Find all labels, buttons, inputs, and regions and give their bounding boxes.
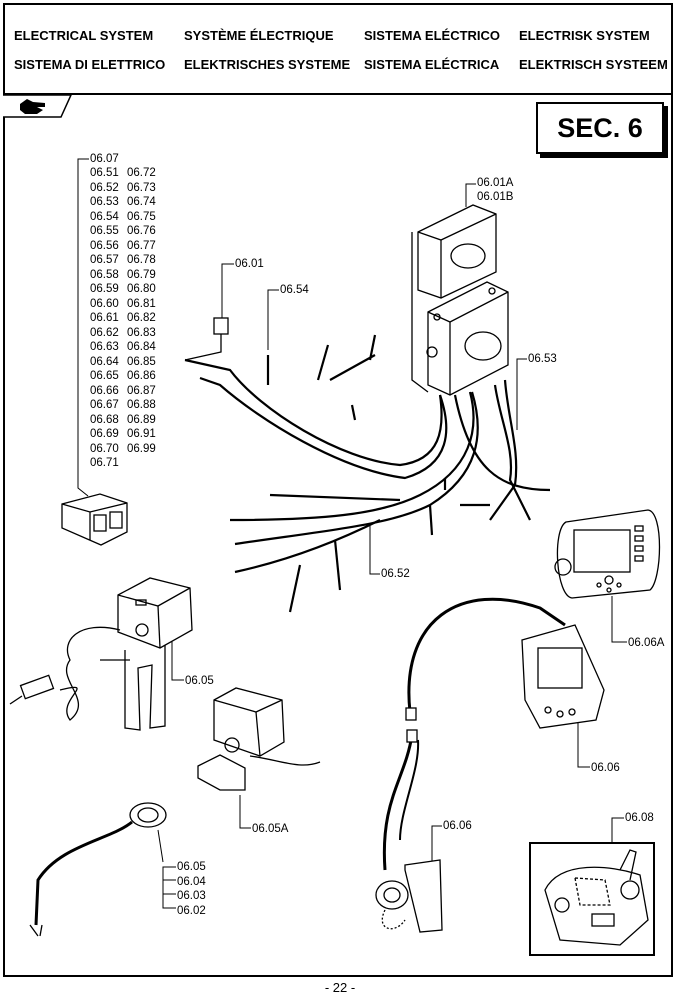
ref-item: 06.89 — [127, 413, 156, 426]
ref-item: 06.82 — [127, 312, 156, 324]
ref-item: 06.57 — [90, 254, 119, 266]
wiring-harness-drawing — [184, 334, 551, 613]
ref-item: 06.70 — [90, 442, 119, 455]
ref-list-col2: 06.72 06.73 06.74 06.75 06.76 06.77 06.7… — [127, 166, 156, 456]
ref-item: 06.72 — [127, 167, 156, 179]
title-fr: SYSTÈME ÉLECTRIQUE — [184, 28, 334, 43]
title-it: SISTEMA DI ELETTRICO — [14, 57, 166, 72]
ref-item: 06.68 — [90, 413, 119, 426]
ref-list-col1: 06.51 06.52 06.53 06.54 06.55 06.56 06.5… — [90, 166, 119, 471]
control-box-drawing — [411, 204, 509, 396]
ref-item: 06.63 — [90, 341, 119, 353]
ref-item: 06.80 — [127, 283, 156, 295]
ref-item: 06.69 — [90, 428, 119, 440]
title-sv: ELECTRISK SYSTEM — [519, 28, 650, 43]
ref-06-52: 06.52 — [381, 568, 410, 580]
ref-06-54: 06.54 — [280, 284, 309, 296]
header: ELECTRICAL SYSTEM SYSTÈME ÉLECTRIQUE SIS… — [3, 3, 673, 95]
section-badge: SEC. 6 — [536, 102, 664, 154]
ref-item: 06.02 — [177, 904, 206, 917]
ref-item: 06.53 — [90, 196, 119, 208]
title-nl: ELEKTRISCH SYSTEEM — [519, 57, 668, 72]
ref-item: 06.55 — [90, 225, 119, 237]
ref-06-01: 06.01 — [235, 258, 264, 270]
page-number: - 22 - — [324, 980, 356, 995]
ref-06-07: 06.07 — [90, 153, 119, 165]
ref-item: 06.73 — [127, 181, 156, 194]
title-pt: SISTEMA ELÉCTRICA — [364, 57, 500, 72]
title-en: ELECTRICAL SYSTEM — [14, 28, 154, 43]
ref-item: 06.74 — [127, 196, 156, 208]
ref-06-06-camera: 06.06 — [443, 820, 472, 832]
ref-item: 06.58 — [90, 268, 119, 281]
camera-bracket-drawing — [375, 729, 443, 933]
leader-lines — [77, 158, 627, 909]
ref-item: 06.52 — [90, 181, 119, 194]
ref-item: 06.51 — [90, 167, 119, 179]
ref-item: 06.67 — [90, 399, 119, 411]
ref-item: 06.86 — [127, 370, 156, 382]
ref-item: 06.87 — [127, 384, 156, 397]
ref-item: 06.64 — [90, 355, 119, 368]
ref-06-05: 06.05 — [185, 675, 214, 687]
ref-item: 06.81 — [127, 297, 156, 310]
ref-item: 06.05 — [177, 861, 206, 873]
ref-item: 06.61 — [90, 312, 119, 324]
title-de: ELEKTRISCHES SYSTEME — [184, 57, 351, 72]
ref-item: 06.54 — [90, 210, 119, 223]
ref-06-05A: 06.05A — [252, 823, 289, 835]
ref-item: 06.77 — [127, 239, 156, 252]
monitor-06-06A-drawing — [554, 509, 661, 599]
ref-list-bottom: 06.05 06.04 06.03 06.02 — [177, 860, 206, 918]
ref-item: 06.88 — [127, 399, 156, 411]
ref-06-53: 06.53 — [528, 353, 557, 365]
socket-drawing — [29, 802, 167, 937]
hand-pointer-icon — [20, 99, 45, 114]
ref-item: 06.71 — [90, 457, 119, 469]
title-es: SISTEMA ELÉCTRICO — [364, 28, 501, 43]
ref-item: 06.62 — [90, 326, 119, 339]
ref-06-06: 06.06 — [591, 762, 620, 774]
ref-item: 06.04 — [177, 875, 206, 888]
detail-06-08-drawing — [529, 842, 655, 956]
work-light-06-05-drawing — [9, 577, 193, 731]
ref-item: 06.60 — [90, 297, 119, 310]
ref-item: 06.84 — [127, 341, 156, 353]
ref-item: 06.59 — [90, 283, 119, 295]
ref-item: 06.83 — [127, 326, 156, 339]
tab — [3, 95, 72, 118]
ref-item: 06.91 — [127, 428, 156, 440]
monitor-06-06-drawing — [405, 597, 605, 729]
ref-item: 06.75 — [127, 210, 156, 223]
ref-item: 06.56 — [90, 239, 119, 252]
page-frame — [3, 3, 673, 977]
ref-06-06A: 06.06A — [628, 637, 665, 649]
ref-item: 06.85 — [127, 355, 156, 368]
ref-item: 06.76 — [127, 225, 156, 237]
ref-item: 06.65 — [90, 370, 119, 382]
ref-06-01A: 06.01A — [477, 177, 514, 189]
ref-item: 06.78 — [127, 254, 156, 266]
ref-06-08: 06.08 — [625, 812, 654, 824]
ref-item: 06.66 — [90, 384, 119, 397]
sensor-drawing — [184, 317, 229, 361]
ref-item: 06.03 — [177, 890, 206, 902]
connector-plug-drawing — [61, 493, 128, 546]
ref-item: 06.79 — [127, 268, 156, 281]
ref-item: 06.99 — [127, 442, 156, 455]
work-light-06-05A-drawing — [197, 687, 321, 791]
ref-06-01B: 06.01B — [477, 191, 514, 203]
